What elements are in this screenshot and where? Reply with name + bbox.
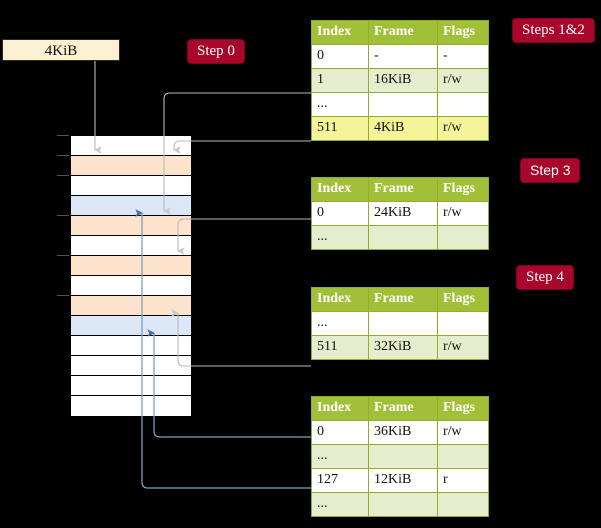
table-row: ...: [311, 92, 489, 117]
table-cell: ...: [311, 444, 369, 469]
table-cell: [368, 225, 438, 250]
badge-step0: Step 0: [188, 40, 244, 63]
table-cell: [437, 492, 489, 517]
table-cell: 12KiB: [368, 468, 438, 493]
table-header-cell: Flags: [437, 287, 489, 312]
memory-row-tick: [57, 155, 69, 156]
memory-frame-row: [71, 296, 191, 316]
memory-frame-row: [71, 376, 191, 396]
table-cell: [437, 311, 489, 336]
wire-pml4-row511-to-memory: [173, 140, 311, 154]
table-row: 0--: [311, 44, 489, 69]
memory-row-tick: [57, 215, 69, 216]
table-cell: 24KiB: [368, 201, 438, 226]
memory-frame-row: [71, 176, 191, 196]
table-cell: 0: [311, 201, 369, 226]
table-cell: [368, 492, 438, 517]
memory-frame-row: [71, 236, 191, 256]
table-cell: ...: [311, 225, 369, 250]
wire-pdpt-row0-to-memory: [177, 218, 311, 255]
table-cell: 4KiB: [368, 116, 438, 141]
memory-frame-row: [71, 356, 191, 376]
memory-row-tick: [57, 175, 69, 176]
memory-frame-row: [71, 136, 191, 156]
memory-frame-row: [71, 156, 191, 176]
table-cell: r/w: [437, 68, 489, 93]
table-cell: 511: [311, 116, 369, 141]
table-cell: r/w: [437, 116, 489, 141]
badge-step3: Step 3: [521, 159, 580, 182]
physical-memory-column: [70, 135, 191, 416]
table-cell: 0: [311, 420, 369, 445]
memory-row-tick: [57, 255, 69, 256]
table-cell: 36KiB: [368, 420, 438, 445]
table-header-cell: Frame: [368, 177, 438, 202]
badge-steps12: Steps 1&2: [513, 19, 594, 42]
table-cell: [368, 444, 438, 469]
table-header-cell: Index: [311, 287, 369, 312]
table-cell: 127: [311, 468, 369, 493]
page-box-4kib: 4KiB: [2, 39, 120, 61]
table-header-cell: Index: [311, 20, 369, 45]
memory-row-tick: [57, 135, 69, 136]
memory-row-tick: [57, 295, 69, 296]
table-cell: [437, 444, 489, 469]
memory-frame-row: [71, 276, 191, 296]
table-header-cell: Frame: [368, 396, 438, 421]
table-header-cell: Flags: [437, 20, 489, 45]
memory-frame-row: [71, 336, 191, 356]
memory-frame-row: [71, 216, 191, 236]
table-cell: ...: [311, 311, 369, 336]
table-row: ...: [311, 311, 489, 336]
table-cell: 32KiB: [368, 335, 438, 360]
table-row: ...: [311, 225, 489, 250]
table-row: ...: [311, 492, 489, 517]
table-cell: -: [368, 44, 438, 69]
table-cell: [368, 311, 438, 336]
table-header-cell: Frame: [368, 20, 438, 45]
table-cell: r: [437, 468, 489, 493]
memory-frame-row: [71, 256, 191, 276]
table-header-cell: Flags: [437, 177, 489, 202]
memory-frame-row: [71, 316, 191, 336]
table-header-cell: Index: [311, 396, 369, 421]
memory-frame-row: [71, 396, 191, 416]
table-cell: ...: [311, 92, 369, 117]
table-cell: 511: [311, 335, 369, 360]
table-header-cell: Frame: [368, 287, 438, 312]
table-cell: [437, 92, 489, 117]
table-cell: 16KiB: [368, 68, 438, 93]
table-cell: 1: [311, 68, 369, 93]
table-cell: 0: [311, 44, 369, 69]
table-cell: r/w: [437, 201, 489, 226]
table-cell: -: [437, 44, 489, 69]
badge-step4: Step 4: [517, 266, 573, 289]
table-header-cell: Index: [311, 177, 369, 202]
memory-frame-row: [71, 196, 191, 216]
table-cell: r/w: [437, 420, 489, 445]
table-cell: ...: [311, 492, 369, 517]
table-row: ...: [311, 444, 489, 469]
table-cell: [368, 92, 438, 117]
wire-pd-row511-to-memory: [171, 309, 311, 367]
table-cell: r/w: [437, 335, 489, 360]
table-header-cell: Flags: [437, 396, 489, 421]
table-cell: [437, 225, 489, 250]
